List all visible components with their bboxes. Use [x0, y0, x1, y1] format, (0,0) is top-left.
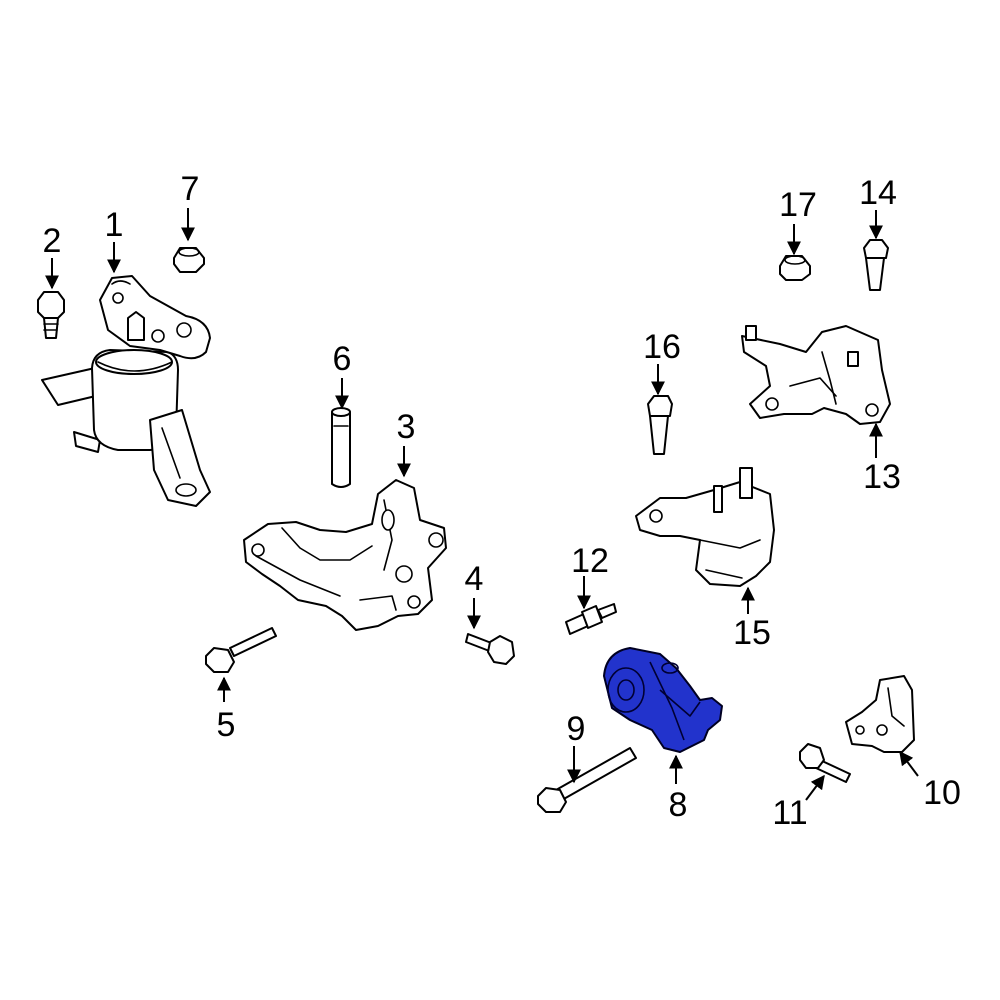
- callout-9: 9: [567, 710, 586, 748]
- part-14-bolt[interactable]: [863, 239, 889, 291]
- callout-2: 2: [43, 222, 62, 260]
- part-2-bolt[interactable]: [37, 291, 65, 339]
- callout-17: 17: [779, 186, 817, 224]
- part-12-stud[interactable]: [565, 603, 617, 635]
- callout-4: 4: [465, 560, 484, 598]
- callout-11: 11: [772, 794, 807, 832]
- part-7-nut[interactable]: [173, 247, 205, 273]
- callout-15: 15: [733, 614, 771, 652]
- callout-12: 12: [571, 542, 609, 580]
- part-1-engine-mount[interactable]: [41, 275, 211, 507]
- part-8-mount-highlighted[interactable]: [603, 647, 723, 753]
- callout-13: 13: [863, 458, 901, 496]
- part-15-mount[interactable]: [635, 467, 775, 587]
- part-6-pin[interactable]: [331, 407, 351, 488]
- callout-8: 8: [669, 786, 688, 824]
- part-11-bolt[interactable]: [799, 743, 851, 783]
- part-13-mount[interactable]: [741, 325, 891, 425]
- part-16-bolt[interactable]: [647, 395, 673, 455]
- leader-lines: [45, 208, 919, 801]
- callout-3: 3: [397, 408, 416, 446]
- part-5-bolt[interactable]: [205, 627, 277, 673]
- callout-10: 10: [923, 774, 961, 812]
- callout-7: 7: [181, 170, 200, 208]
- callout-14: 14: [859, 174, 897, 212]
- callout-16: 16: [643, 328, 681, 366]
- part-3-bracket[interactable]: [243, 479, 447, 631]
- part-17-nut[interactable]: [779, 255, 811, 281]
- callout-6: 6: [333, 340, 352, 378]
- part-10-plate[interactable]: [845, 675, 915, 753]
- part-9-bolt[interactable]: [537, 747, 637, 813]
- callout-5: 5: [217, 706, 236, 744]
- callout-numbers: 1 2 3 4 5 6 7 8 9 10 11 12 13 14 15 16 1…: [43, 170, 961, 832]
- leader-11: [805, 774, 825, 801]
- part-4-bolt[interactable]: [465, 633, 515, 665]
- callout-1: 1: [105, 206, 124, 244]
- leader-10: [899, 750, 919, 777]
